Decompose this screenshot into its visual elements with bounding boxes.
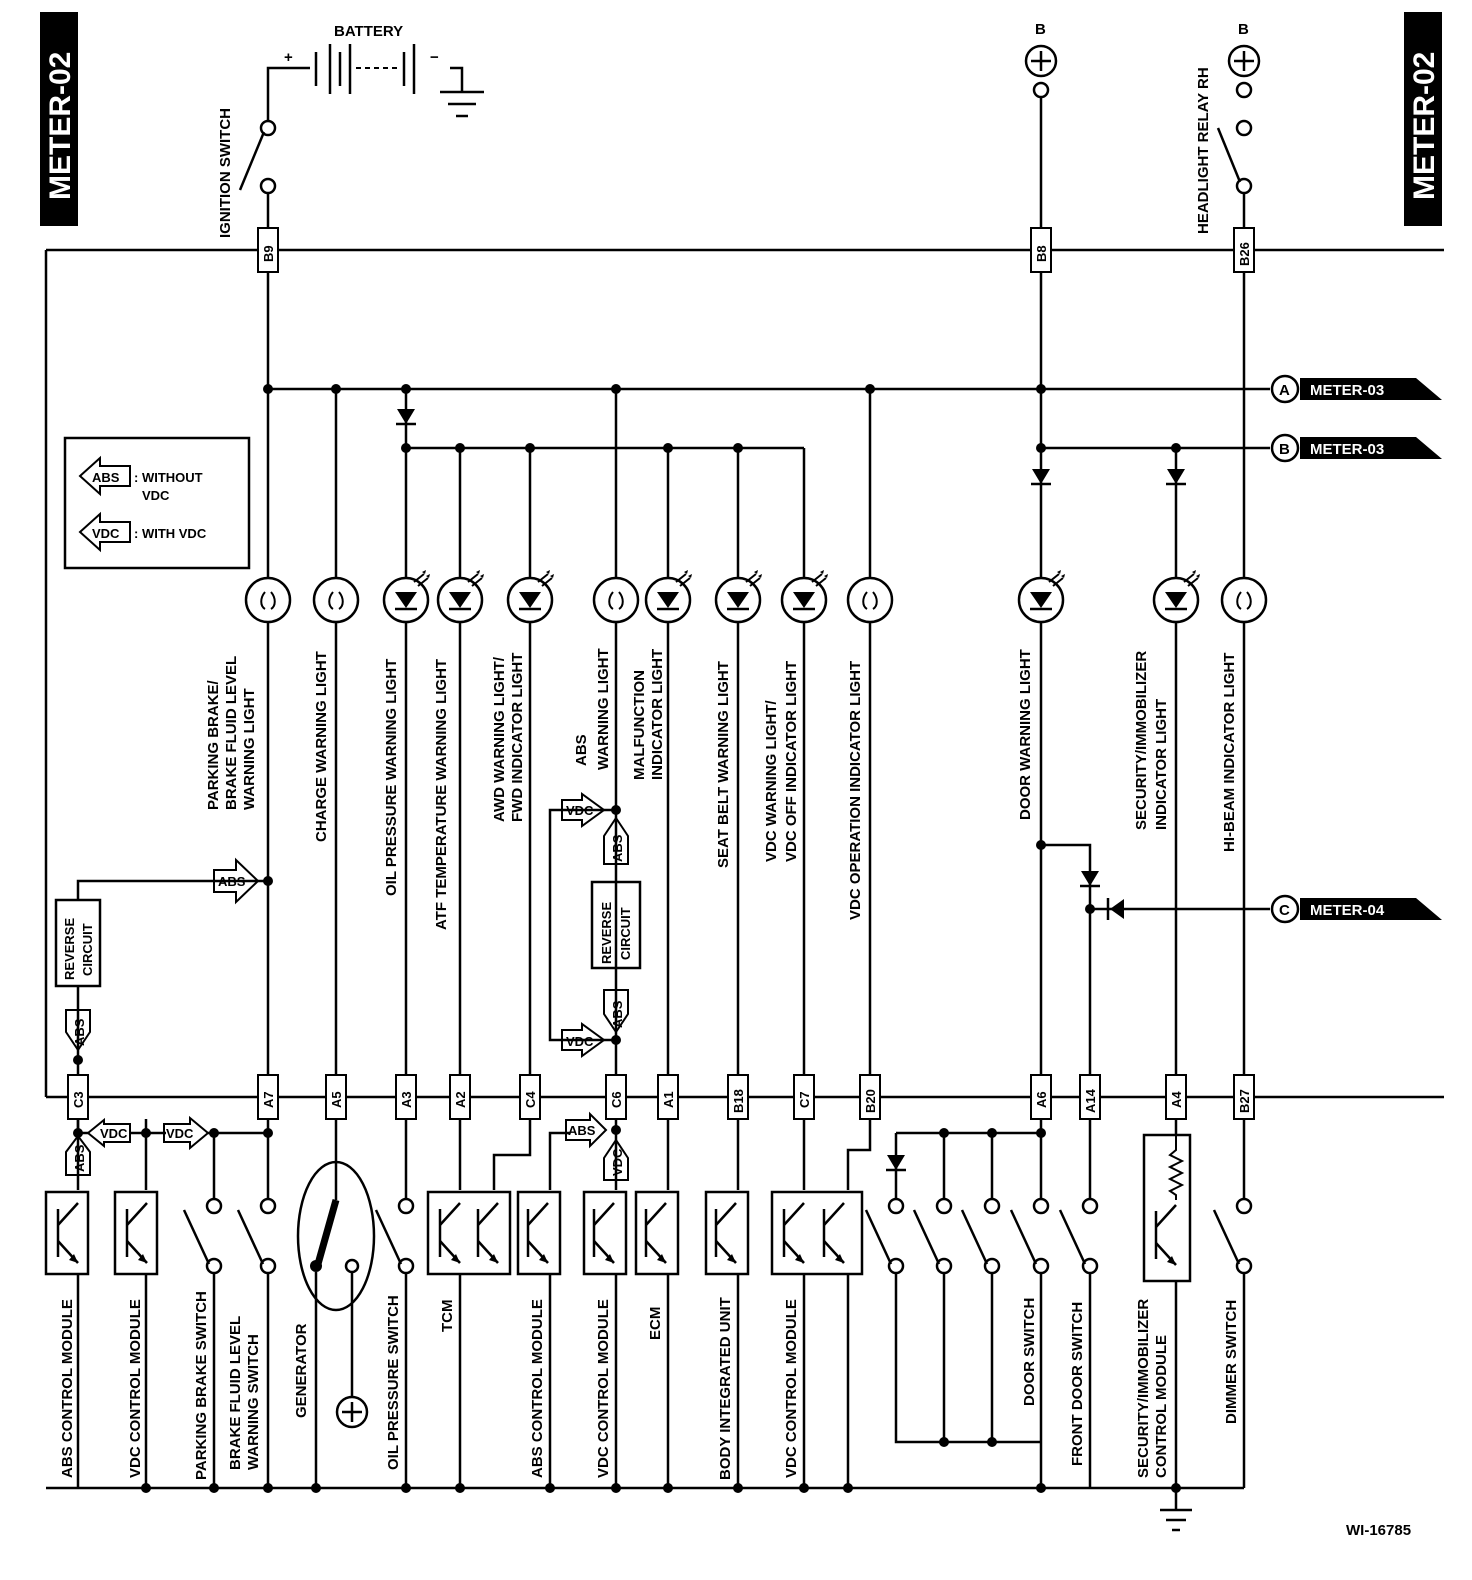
oil-light-label: OIL PRESSURE WARNING LIGHT: [383, 659, 400, 896]
headlight-relay-label: HEADLIGHT RELAY RH: [1195, 67, 1212, 234]
svg-text:CIRCUIT: CIRCUIT: [80, 923, 95, 976]
abs-cm-label: ABS CONTROL MODULE: [59, 1299, 76, 1478]
connector-label-c3: C3: [71, 1091, 86, 1108]
ecm-label: ECM: [647, 1307, 664, 1340]
ref-a: A METER-03: [1270, 374, 1442, 404]
svg-text:WARNING LIGHT: WARNING LIGHT: [595, 648, 612, 770]
svg-text:: WITH VDC: : WITH VDC: [134, 526, 207, 541]
svg-text:INDICATOR LIGHT: INDICATOR LIGHT: [649, 649, 666, 780]
svg-text:B: B: [1279, 441, 1290, 458]
svg-text:WARNING SWITCH: WARNING SWITCH: [245, 1334, 262, 1470]
connector-label-b20: B20: [863, 1089, 878, 1113]
svg-text:B8: B8: [1034, 245, 1049, 262]
svg-text:+: +: [284, 49, 293, 66]
svg-text:ABS: ABS: [72, 1144, 87, 1172]
svg-text:REVERSE: REVERSE: [599, 902, 614, 964]
svg-text:B9: B9: [261, 245, 276, 262]
ref-c: C METER-04: [1270, 894, 1442, 924]
svg-text:VDC: VDC: [100, 1126, 128, 1141]
svg-text:FWD INDICATOR LIGHT: FWD INDICATOR LIGHT: [509, 653, 526, 822]
ignition-label: IGNITION SWITCH: [217, 108, 234, 238]
connector-label-a3: A3: [399, 1091, 414, 1108]
fluid-switch-label-1: BRAKE FLUID LEVEL: [227, 1316, 244, 1470]
connector-label-a1: A1: [661, 1091, 676, 1108]
charge-light-label: CHARGE WARNING LIGHT: [313, 651, 330, 842]
seatbelt-label: SEAT BELT WARNING LIGHT: [715, 661, 732, 868]
connector-label-a4: A4: [1169, 1091, 1184, 1108]
svg-text:ABS: ABS: [92, 470, 120, 485]
connector-label-c7: C7: [797, 1091, 812, 1108]
connector-label-a14: A14: [1083, 1088, 1098, 1113]
svg-text:REVERSE: REVERSE: [62, 918, 77, 980]
door-light-label: DOOR WARNING LIGHT: [1017, 649, 1034, 820]
svg-text:ABS: ABS: [568, 1123, 596, 1138]
svg-text:WARNING LIGHT: WARNING LIGHT: [241, 688, 258, 810]
svg-text:C: C: [1279, 902, 1290, 919]
svg-text:INDICATOR LIGHT: INDICATOR LIGHT: [1153, 699, 1170, 830]
atf-light-label: ATF TEMPERATURE WARNING LIGHT: [433, 659, 450, 930]
ref-b: B METER-03: [1270, 433, 1442, 463]
svg-text:VDC: VDC: [566, 803, 594, 818]
tcm-label: TCM: [439, 1300, 456, 1333]
biu-label: BODY INTEGRATED UNIT: [717, 1297, 734, 1480]
battery-label: BATTERY: [334, 23, 403, 40]
vdc-warn-label-1: VDC WARNING LIGHT/: [763, 700, 780, 862]
connector-label-a5: A5: [329, 1091, 344, 1108]
oil-switch-label: OIL PRESSURE SWITCH: [385, 1295, 402, 1470]
svg-text:METER-03: METER-03: [1310, 382, 1384, 399]
svg-text:VDC: VDC: [610, 1148, 625, 1176]
figure-id: WI-16785: [1346, 1522, 1411, 1539]
svg-text:VDC OFF INDICATOR LIGHT: VDC OFF INDICATOR LIGHT: [783, 661, 800, 862]
sec-cm-label-1: SECURITY/IMMOBILIZER: [1135, 1299, 1152, 1478]
svg-text:BRAKE FLUID LEVEL: BRAKE FLUID LEVEL: [223, 656, 240, 810]
connector-label-a7: A7: [261, 1091, 276, 1108]
connector-label-c4: C4: [523, 1091, 538, 1108]
abs-cm2-label: ABS CONTROL MODULE: [529, 1299, 546, 1478]
abs-light-label-1: ABS: [573, 734, 590, 766]
hibeam-label: HI-BEAM INDICATOR LIGHT: [1221, 653, 1238, 852]
left-sheet-tag: METER-02: [44, 52, 77, 200]
vdc-cm-label: VDC CONTROL MODULE: [127, 1299, 144, 1478]
connector-label-c6: C6: [609, 1091, 624, 1108]
svg-text:: WITHOUT: : WITHOUT: [134, 470, 203, 485]
front-door-switch-label: FRONT DOOR SWITCH: [1069, 1302, 1086, 1466]
svg-text:VDC: VDC: [142, 488, 170, 503]
vdc-op-label: VDC OPERATION INDICATOR LIGHT: [847, 661, 864, 920]
svg-text:CONTROL MODULE: CONTROL MODULE: [1153, 1335, 1170, 1478]
connector-label-a6: A6: [1034, 1091, 1049, 1108]
awd-light-label-1: AWD WARNING LIGHT/: [491, 656, 508, 822]
parking-light-label-1: PARKING BRAKE/: [205, 679, 222, 810]
svg-text:A: A: [1279, 382, 1290, 399]
svg-text:B26: B26: [1237, 242, 1252, 266]
legend-box: [63, 436, 251, 570]
connector-label-b27: B27: [1237, 1089, 1252, 1113]
svg-text:METER-03: METER-03: [1310, 441, 1384, 458]
mil-label-1: MALFUNCTION: [631, 670, 648, 780]
svg-text:B: B: [1238, 21, 1249, 38]
svg-text:VDC: VDC: [166, 1126, 194, 1141]
svg-text:VDC: VDC: [566, 1034, 594, 1049]
svg-text:ABS: ABS: [610, 834, 625, 862]
svg-text:CIRCUIT: CIRCUIT: [618, 907, 633, 960]
svg-text:METER-04: METER-04: [1310, 902, 1385, 919]
svg-text:B: B: [1035, 21, 1046, 38]
connector-label-b18: B18: [731, 1089, 746, 1113]
vdc-cm2-label: VDC CONTROL MODULE: [595, 1299, 612, 1478]
connector-label-a2: A2: [453, 1091, 468, 1108]
svg-text:ABS: ABS: [218, 874, 246, 889]
park-switch-label: PARKING BRAKE SWITCH: [193, 1291, 210, 1480]
security-light-label-1: SECURITY/IMMOBILIZER: [1133, 651, 1150, 830]
svg-text:ABS: ABS: [72, 1018, 87, 1046]
generator-label: GENERATOR: [293, 1323, 310, 1418]
right-sheet-tag: METER-02: [1408, 52, 1441, 200]
svg-text:ABS: ABS: [610, 1000, 625, 1028]
vdc-cm3-label: VDC CONTROL MODULE: [783, 1299, 800, 1478]
dimmer-switch-label: DIMMER SWITCH: [1223, 1300, 1240, 1424]
svg-text:VDC: VDC: [92, 526, 120, 541]
svg-text:−: −: [430, 49, 439, 66]
door-switch-label: DOOR SWITCH: [1021, 1298, 1038, 1406]
